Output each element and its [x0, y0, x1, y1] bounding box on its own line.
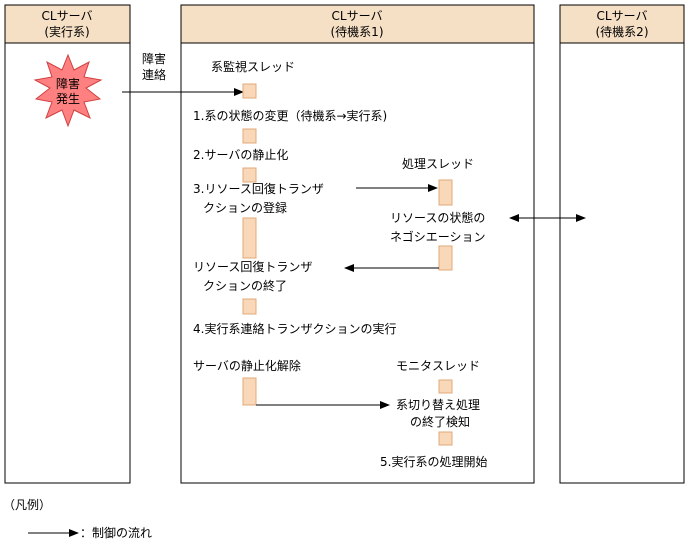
monitor-thread-label: 系監視スレッド [211, 59, 295, 74]
quiesce-release: サーバの静止化解除 [193, 358, 301, 373]
column-standby2-title: CLサーバ [597, 9, 648, 23]
column-standby2-subtitle: (待機系2) [596, 24, 649, 39]
failure-burst: 障害 発生 [33, 53, 103, 128]
failure-notice-line1: 障害 [142, 51, 166, 66]
step-5: 5.実行系の処理開始 [380, 454, 487, 469]
column-standby1: CLサーバ (待機系1) [180, 4, 535, 484]
recovery-end-line2: クションの終了 [203, 278, 287, 293]
activation-bar [242, 217, 257, 259]
step-3-line2: クションの登録 [203, 200, 287, 215]
activation-bar [242, 377, 257, 406]
column-standby1-header [180, 4, 535, 44]
column-active-header [4, 4, 131, 44]
column-standby1-subtitle: (待機系1) [331, 24, 384, 39]
step-1: 1.系の状態の変更（待機系→実行系) [193, 108, 387, 123]
step-2: 2.サーバの静止化 [193, 148, 288, 162]
negotiation-line1: リソースの状態の [390, 210, 485, 225]
activation-bar [438, 179, 453, 206]
step-3-line1: 3.リソース回復トランザ [193, 181, 324, 196]
switch-end-line2: の終了検知 [410, 414, 470, 429]
activation-bar [242, 167, 257, 183]
negotiation-line2: ネゴシエーション [390, 229, 486, 244]
failure-notice-line2: 連絡 [142, 67, 166, 82]
activation-bar [242, 128, 257, 144]
processing-thread-label: 処理スレッド [402, 157, 474, 171]
column-active-title: CLサーバ [42, 9, 93, 23]
column-standby2: CLサーバ (待機系2) [559, 4, 685, 484]
switch-end-line1: 系切り替え処理 [396, 398, 480, 412]
column-standby1-title: CLサーバ [332, 9, 383, 23]
legend-title: （凡例） [3, 498, 51, 512]
failure-label-line2: 発生 [56, 92, 80, 106]
recovery-end-line1: リソース回復トランザ [193, 259, 312, 274]
activation-bar [242, 298, 257, 315]
column-active-subtitle: (実行系) [44, 24, 89, 39]
legend-arrow-label: ：制御の流れ [80, 525, 152, 540]
monitor2-thread-label: モニタスレッド [396, 359, 480, 373]
failure-label-line1: 障害 [56, 76, 80, 91]
activation-bar [438, 379, 453, 394]
activation-bar [438, 431, 453, 446]
column-standby2-header [559, 4, 685, 44]
step-4: 4.実行系連絡トランザクションの実行 [193, 321, 396, 336]
activation-bar [242, 83, 257, 99]
activation-bar [438, 245, 453, 271]
